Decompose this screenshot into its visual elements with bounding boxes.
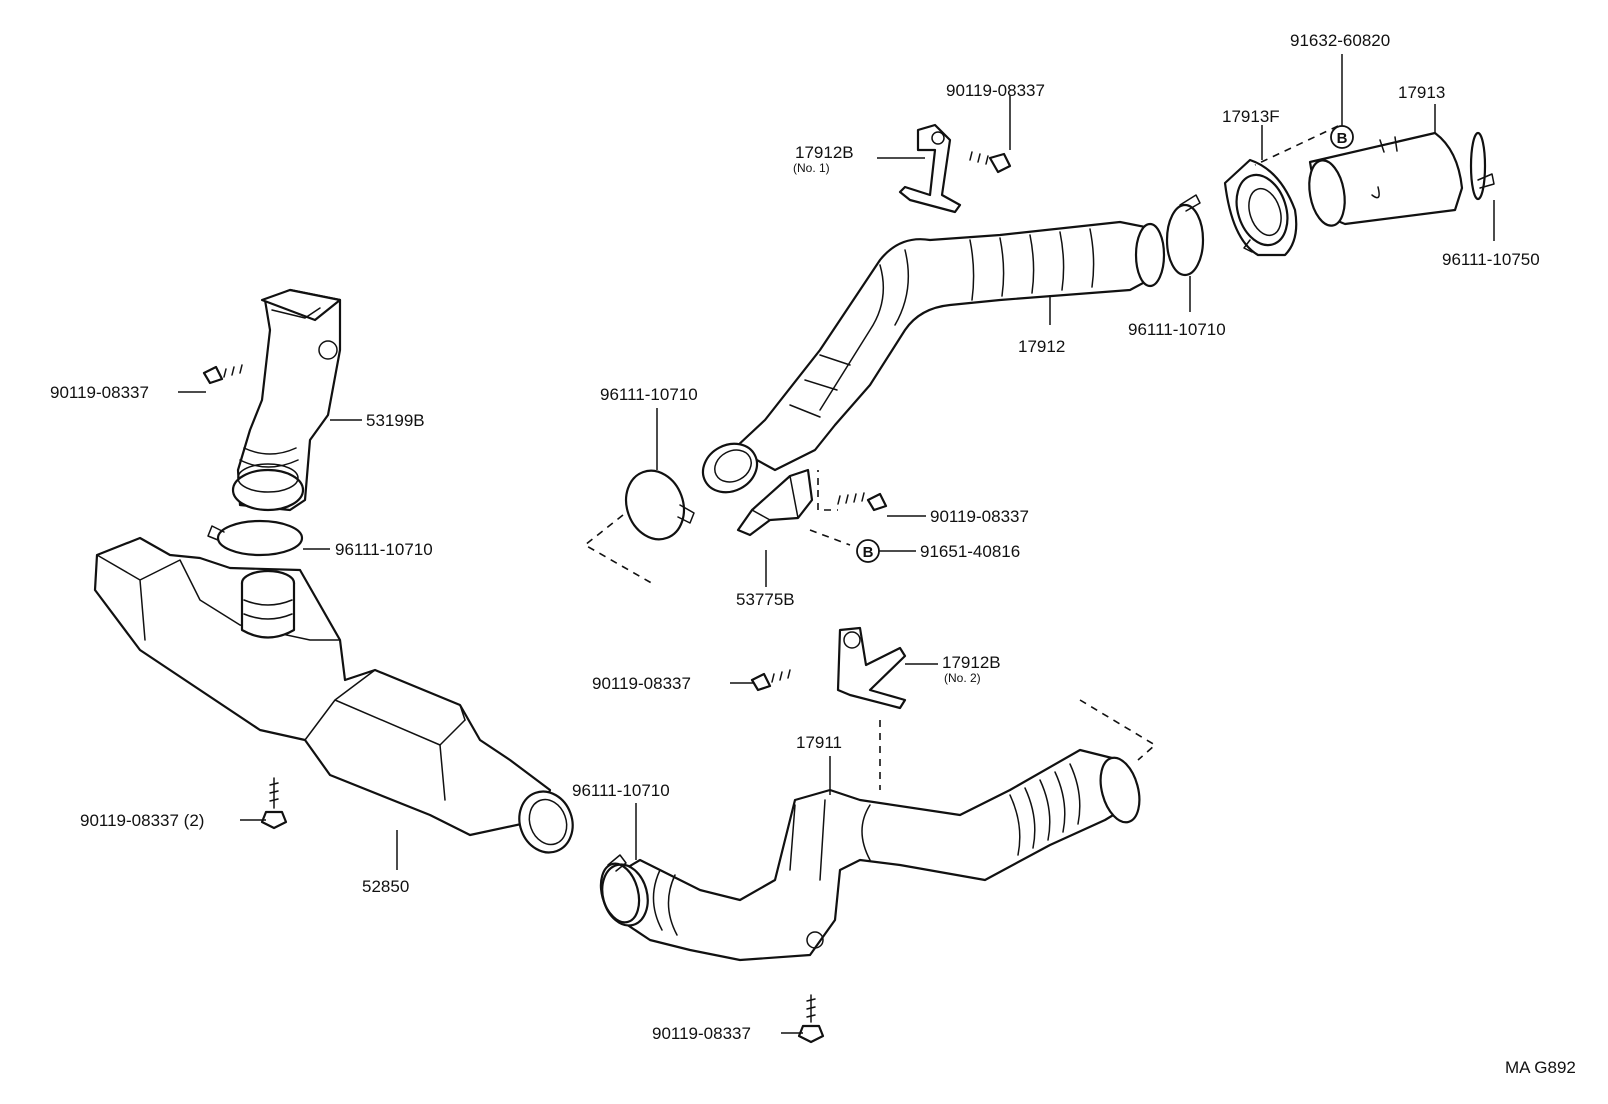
label-53775b: 53775B bbox=[736, 590, 795, 609]
bolt-90119-08337-center bbox=[750, 669, 791, 692]
label-52850: 52850 bbox=[362, 877, 409, 896]
marker-b-top: B bbox=[1330, 125, 1354, 149]
part-17913-tube bbox=[1308, 131, 1464, 227]
clamp-96111-10750 bbox=[1469, 131, 1495, 201]
label-17912b-no2: 17912B bbox=[942, 653, 1001, 672]
dashed-connectors bbox=[583, 125, 1339, 790]
part-17913f-grommet bbox=[1223, 158, 1298, 257]
label-90119-08337-bottom: 90119-08337 bbox=[652, 1024, 751, 1043]
leader-lines bbox=[178, 54, 1495, 1034]
clamp-96111-10710-mid bbox=[207, 519, 304, 557]
part-52850-resonator bbox=[93, 536, 574, 854]
bolt-90119-08337-top bbox=[969, 151, 1012, 174]
bolt-90119-08337-mid bbox=[837, 492, 888, 512]
label-96111-10710-left: 96111-10710 bbox=[600, 385, 698, 404]
label-17912b-no1-sub: (No. 1) bbox=[793, 161, 830, 175]
label-17912b-no1: 17912B bbox=[795, 143, 854, 162]
label-96111-10750: 96111-10750 bbox=[1442, 250, 1540, 269]
label-90119-08337-left: 90119-08337 bbox=[50, 383, 149, 402]
marker-b-mid-letter: B bbox=[863, 544, 874, 561]
label-53199b: 53199B bbox=[366, 411, 425, 430]
label-90119-08337-lower-left: 90119-08337 (2) bbox=[80, 811, 204, 830]
label-96111-10710-lower: 96111-10710 bbox=[572, 781, 670, 800]
label-90119-08337-center: 90119-08337 bbox=[592, 674, 691, 693]
part-17911-hose bbox=[601, 748, 1141, 962]
bolt-90119-08337-left bbox=[202, 364, 243, 385]
label-17912: 17912 bbox=[1018, 337, 1065, 356]
part-17912-duct bbox=[701, 220, 1166, 494]
label-17913f: 17913F bbox=[1222, 107, 1280, 126]
part-17912b-bracket-no1 bbox=[898, 123, 962, 214]
label-96111-10710-mid: 96111-10710 bbox=[335, 540, 433, 559]
part-17912b-bracket-no2 bbox=[836, 626, 907, 710]
label-90119-08337-top: 90119-08337 bbox=[946, 81, 1045, 100]
clamp-96111-10710-left bbox=[624, 469, 695, 541]
diagram-code: MA G892 bbox=[1505, 1058, 1576, 1077]
clamp-96111-10710-upper-right bbox=[1165, 194, 1205, 277]
label-96111-10710-upper-right: 96111-10710 bbox=[1128, 320, 1226, 339]
label-91651-40816: 91651-40816 bbox=[920, 542, 1020, 561]
label-90119-08337-mid: 90119-08337 bbox=[930, 507, 1029, 526]
part-labels: 91632-60820 90119-08337 17912B (No. 1) 1… bbox=[50, 31, 1576, 1077]
label-17912b-no2-sub: (No. 2) bbox=[944, 671, 981, 685]
part-53775b-bracket bbox=[736, 468, 814, 537]
label-17913: 17913 bbox=[1398, 83, 1445, 102]
marker-b-mid: B bbox=[856, 539, 880, 563]
part-53199b-elbow bbox=[231, 288, 342, 512]
label-91632-60820: 91632-60820 bbox=[1290, 31, 1390, 50]
bolt-90119-08337-bottom bbox=[797, 994, 825, 1044]
marker-b-top-letter: B bbox=[1337, 130, 1348, 147]
label-17911: 17911 bbox=[796, 733, 842, 752]
clamp-96111-10710-lower bbox=[599, 854, 641, 924]
